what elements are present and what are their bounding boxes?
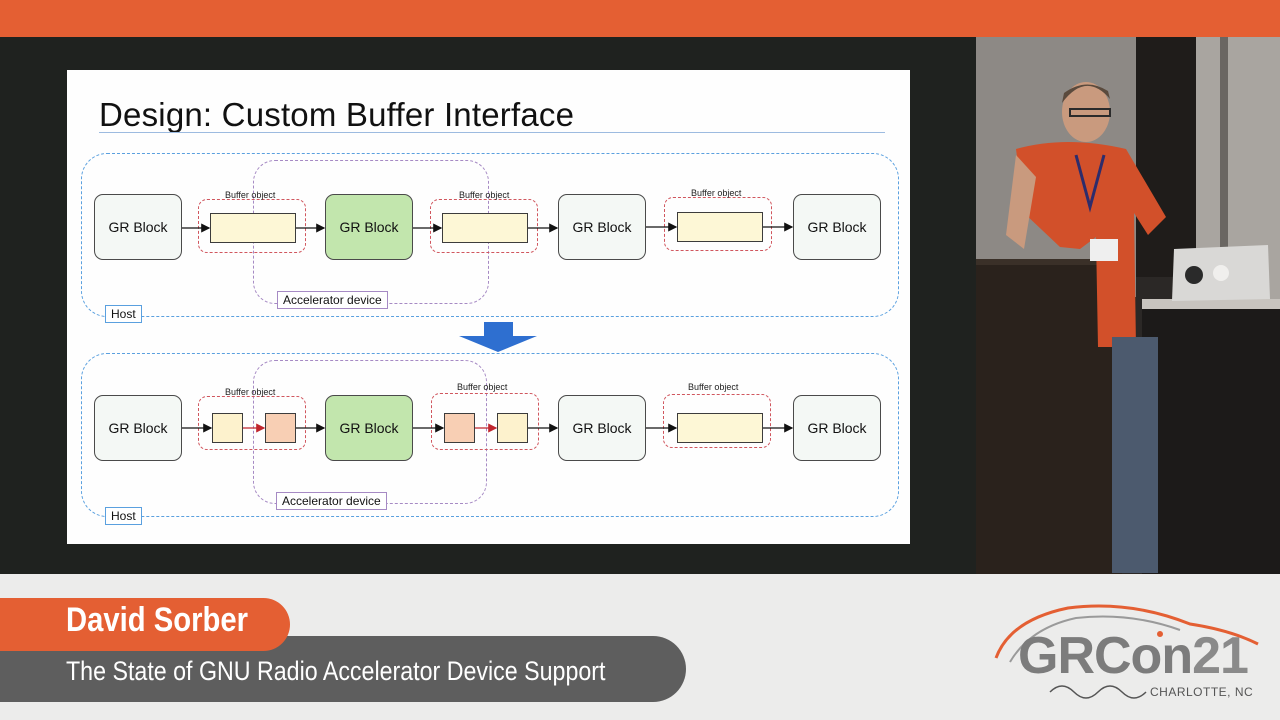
buffer-label-top-2: Buffer object (459, 190, 510, 200)
speaker-scene-illustration (976, 37, 1280, 574)
buffer-object-top-3 (664, 197, 772, 251)
gr-block-top-3: GR Block (558, 194, 646, 260)
logo-wordmark: GRCon21 (1018, 626, 1249, 686)
buffer-rect-bottom-3 (677, 413, 763, 443)
gr-block-top-1: GR Block (94, 194, 182, 260)
slide-title: Design: Custom Buffer Interface (99, 96, 575, 133)
logo-prefix: GRCon (1018, 627, 1193, 685)
buffer-rect-top-1 (210, 213, 296, 243)
buffer-object-bottom-3 (663, 394, 771, 448)
logo-number: 21 (1192, 627, 1249, 685)
gr-block-bottom-4: GR Block (793, 395, 881, 461)
buffer-square-bottom-1a (212, 413, 243, 443)
buffer-rect-top-2 (442, 213, 528, 243)
buffer-square-bottom-2b (497, 413, 528, 443)
buffer-rect-top-3 (677, 212, 763, 242)
car-outline-icon (994, 604, 1259, 699)
gr-block-bottom-2: GR Block (325, 395, 413, 461)
buffer-label-top-3: Buffer object (691, 188, 742, 198)
accelerator-tag-bottom: Accelerator device (276, 492, 387, 510)
buffer-label-bottom-2: Buffer object (457, 382, 508, 392)
top-accent-bar (0, 0, 1280, 37)
gr-block-top-2: GR Block (325, 194, 413, 260)
speaker-name: David Sorber (66, 601, 248, 639)
host-tag-bottom: Host (105, 507, 142, 525)
buffer-label-bottom-3: Buffer object (688, 382, 739, 392)
buffer-object-bottom-1 (198, 396, 306, 450)
talk-title: The State of GNU Radio Accelerator Devic… (66, 656, 606, 686)
buffer-label-bottom-1: Buffer object (225, 387, 276, 397)
presentation-slide: Design: Custom Buffer Interface Buffer o… (67, 70, 910, 544)
gr-block-bottom-3: GR Block (558, 395, 646, 461)
gr-block-top-4: GR Block (793, 194, 881, 260)
gr-block-bottom-1: GR Block (94, 395, 182, 461)
host-tag-top: Host (105, 305, 142, 323)
host-boundary-bottom (81, 353, 899, 517)
buffer-square-bottom-1b (265, 413, 296, 443)
buffer-object-top-2 (430, 199, 538, 253)
speaker-name-bar (0, 598, 290, 651)
title-underline (99, 132, 885, 133)
buffer-square-bottom-2a (444, 413, 475, 443)
logo-location: CHARLOTTE, NC (1150, 685, 1254, 699)
accelerator-tag-top: Accelerator device (277, 291, 388, 309)
buffer-object-bottom-2 (431, 393, 539, 450)
buffer-label-top-1: Buffer object (225, 190, 276, 200)
speaker-video-feed (976, 37, 1280, 574)
buffer-object-top-1 (198, 199, 306, 253)
grcon-logo: GRCon21 CHARLOTTE, NC (990, 600, 1268, 710)
host-boundary-top (81, 153, 899, 317)
